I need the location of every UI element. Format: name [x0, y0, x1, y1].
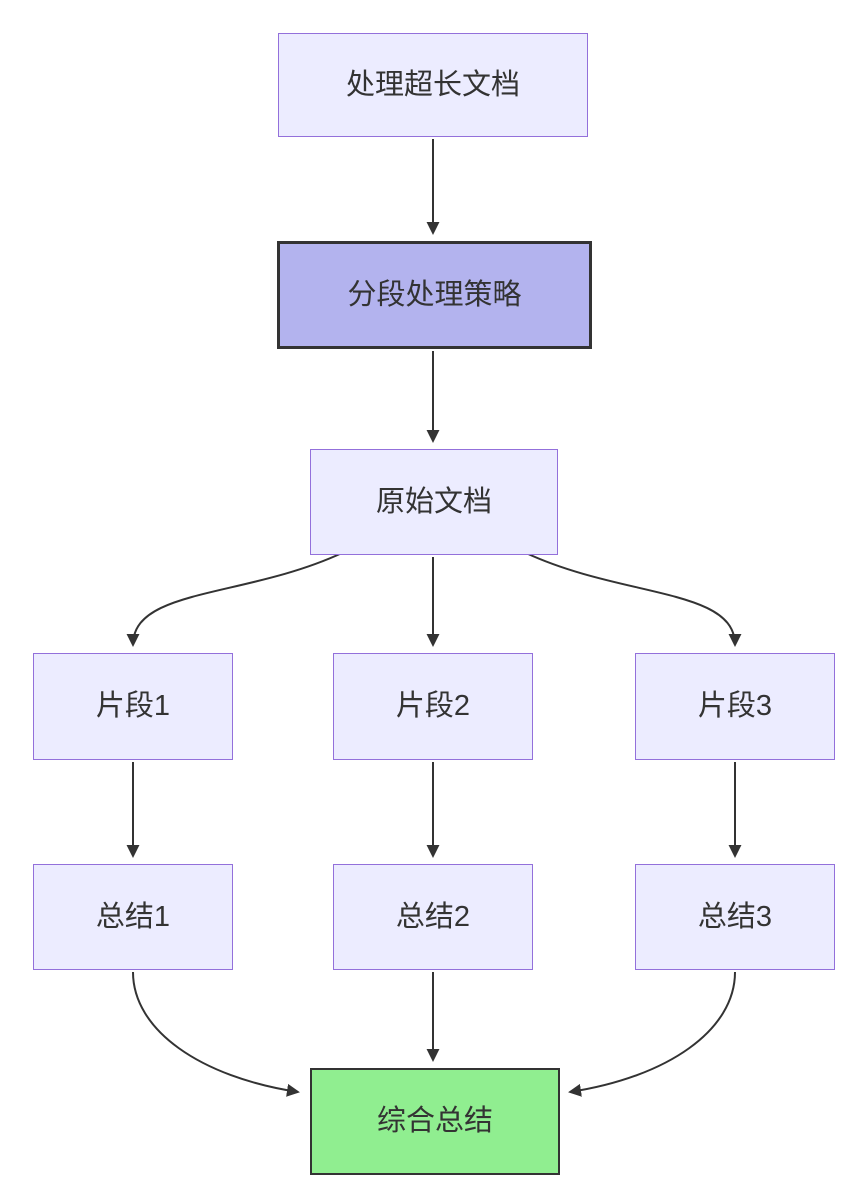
node-segment-3: 片段3 — [635, 653, 835, 760]
node-segment-1: 片段1 — [33, 653, 233, 760]
node-segmentation-strategy: 分段处理策略 — [277, 241, 592, 349]
node-combined-summary: 综合总结 — [310, 1068, 560, 1175]
edge-e1-f — [132, 971, 300, 1097]
node-label: 分段处理策略 — [347, 278, 522, 311]
node-label: 总结3 — [697, 900, 773, 933]
node-label: 总结2 — [395, 900, 471, 933]
node-label: 片段3 — [697, 690, 773, 723]
edge-c-d3 — [525, 552, 742, 647]
node-label: 片段2 — [395, 690, 471, 723]
edge-c-d1 — [126, 552, 343, 647]
node-label: 总结1 — [95, 900, 171, 933]
node-label: 处理超长文档 — [345, 68, 520, 101]
node-label: 片段1 — [95, 690, 171, 723]
node-summary-1: 总结1 — [33, 864, 233, 970]
node-summary-2: 总结2 — [333, 864, 533, 970]
node-original-document: 原始文档 — [310, 449, 558, 555]
node-handle-long-document: 处理超长文档 — [278, 33, 588, 137]
edge-e3-f — [568, 971, 736, 1097]
node-summary-3: 总结3 — [635, 864, 835, 970]
node-label: 原始文档 — [375, 485, 492, 518]
node-label: 综合总结 — [376, 1105, 493, 1138]
node-segment-2: 片段2 — [333, 653, 533, 760]
